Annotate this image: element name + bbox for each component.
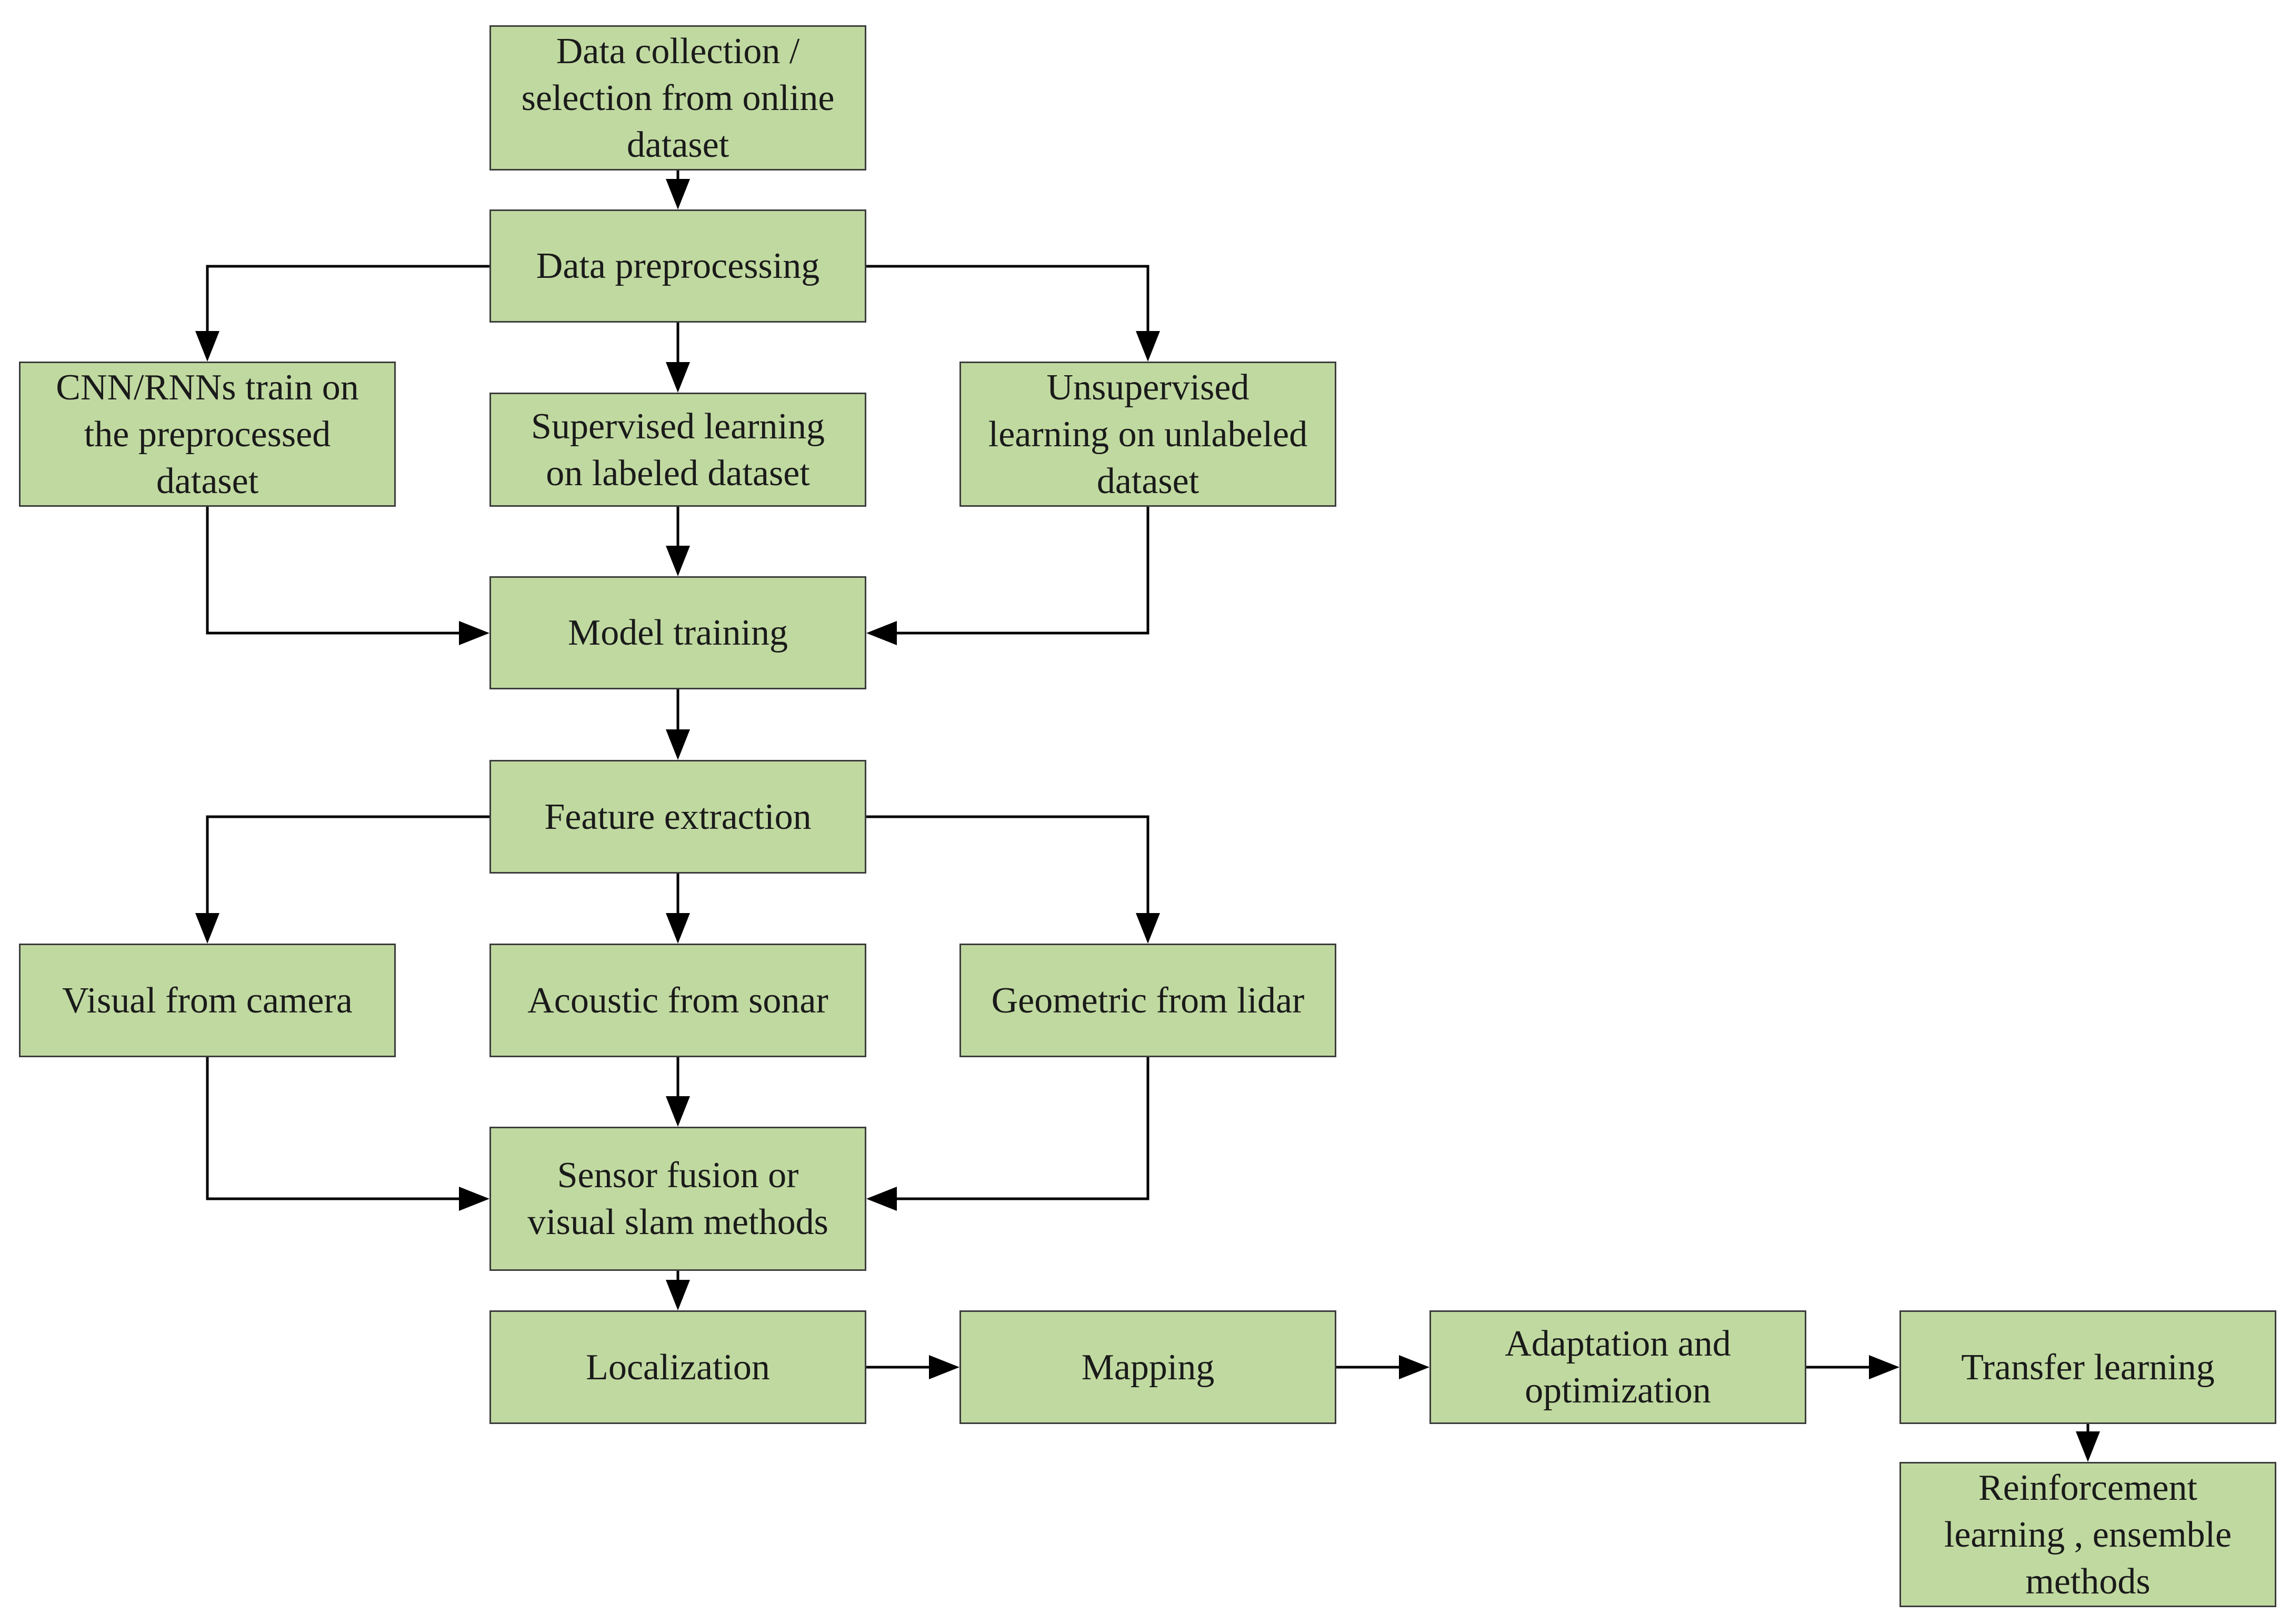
arrow-collection-to-preprocessing [666, 171, 690, 209]
connector-line [866, 815, 1149, 913]
node-label: Geometric from lidar [991, 980, 1305, 1021]
arrowhead-icon [666, 729, 690, 760]
arrowhead-icon [866, 1187, 897, 1211]
node-label: Reinforcement learning , ensemble method… [1944, 1467, 2232, 1602]
arrow-localization-to-mapping [866, 1355, 959, 1379]
arrowhead-icon [929, 1355, 959, 1379]
arrow-adaptation-to-transfer [1806, 1355, 1899, 1379]
node-supervised-learning: Supervised learning on labeled dataset [489, 393, 866, 507]
arrow-transfer-to-reinforcement [2076, 1424, 2100, 1462]
arrowhead-icon [2076, 1431, 2100, 1462]
arrowhead-icon [1136, 913, 1160, 944]
arrow-unsupervised-to-model-training [866, 507, 1149, 645]
arrow-feature-to-geometric [866, 815, 1160, 944]
arrowhead-icon [866, 621, 897, 645]
node-reinforcement-learning: Reinforcement learning , ensemble method… [1899, 1462, 2276, 1607]
arrowhead-icon [1399, 1355, 1429, 1379]
arrowhead-icon [666, 1280, 690, 1310]
connector-line [897, 1057, 1149, 1200]
arrowhead-icon [459, 1187, 489, 1211]
node-label: Sensor fusion or visual slam methods [527, 1155, 828, 1242]
node-label: Data collection / selection from online … [521, 31, 835, 165]
connector-line [206, 815, 489, 913]
connector-line [206, 507, 459, 635]
arrowhead-icon [666, 546, 690, 576]
arrow-visual-to-sensor-fusion [206, 1057, 489, 1211]
node-visual-camera: Visual from camera [19, 944, 396, 1057]
node-cnn-rnn: CNN/RNNs train on the preprocessed datas… [19, 362, 396, 507]
node-label: Visual from camera [62, 980, 353, 1021]
node-adaptation-optimization: Adaptation and optimization [1429, 1310, 1806, 1424]
arrowhead-icon [195, 331, 219, 362]
node-label: Acoustic from sonar [527, 980, 828, 1021]
node-label: Model training [568, 613, 788, 653]
node-geometric-lidar: Geometric from lidar [959, 944, 1336, 1057]
node-mapping: Mapping [959, 1310, 1336, 1424]
arrow-feature-to-visual [195, 815, 489, 944]
arrowhead-icon [195, 913, 219, 944]
arrowhead-icon [666, 913, 690, 944]
connector-line [866, 265, 1149, 331]
node-label: CNN/RNNs train on the preprocessed datas… [56, 367, 359, 502]
arrow-geometric-to-sensor-fusion [866, 1057, 1149, 1211]
arrow-preprocessing-to-unsupervised [866, 265, 1160, 362]
connector-line [897, 507, 1149, 635]
arrow-feature-to-acoustic [666, 874, 690, 944]
node-label: Localization [586, 1347, 770, 1388]
node-data-preprocessing: Data preprocessing [489, 209, 866, 323]
arrowhead-icon [459, 621, 489, 645]
arrow-sensor-fusion-to-localization [666, 1271, 690, 1310]
node-localization: Localization [489, 1310, 866, 1424]
arrow-supervised-to-model-training [666, 507, 690, 576]
connector-line [206, 1057, 459, 1200]
arrowhead-icon [666, 362, 690, 393]
arrow-cnn-to-model-training [206, 507, 489, 645]
node-label: Mapping [1081, 1347, 1215, 1388]
node-model-training: Model training [489, 576, 866, 689]
node-data-collection: Data collection / selection from online … [489, 25, 866, 171]
node-label: Supervised learning on labeled dataset [531, 406, 825, 494]
connector-line [206, 265, 489, 331]
node-transfer-learning: Transfer learning [1899, 1310, 2276, 1424]
node-label: Unsupervised learning on unlabeled datas… [988, 367, 1308, 502]
arrow-acoustic-to-sensor-fusion [666, 1057, 690, 1127]
node-acoustic-sonar: Acoustic from sonar [489, 944, 866, 1057]
node-feature-extraction: Feature extraction [489, 760, 866, 874]
node-label: Feature extraction [544, 796, 812, 837]
node-label: Transfer learning [1961, 1347, 2215, 1388]
node-label: Adaptation and optimization [1505, 1324, 1731, 1411]
arrow-model-training-to-feature-extraction [666, 689, 690, 760]
arrow-preprocessing-to-supervised [666, 323, 690, 393]
arrowhead-icon [1869, 1355, 1899, 1379]
arrow-mapping-to-adaptation [1336, 1355, 1429, 1379]
node-unsupervised-learning: Unsupervised learning on unlabeled datas… [959, 362, 1336, 507]
arrowhead-icon [666, 179, 690, 209]
arrow-preprocessing-to-cnn [195, 265, 489, 362]
node-sensor-fusion: Sensor fusion or visual slam methods [489, 1127, 866, 1271]
arrowhead-icon [1136, 331, 1160, 362]
node-label: Data preprocessing [536, 246, 820, 286]
arrowhead-icon [666, 1096, 690, 1127]
